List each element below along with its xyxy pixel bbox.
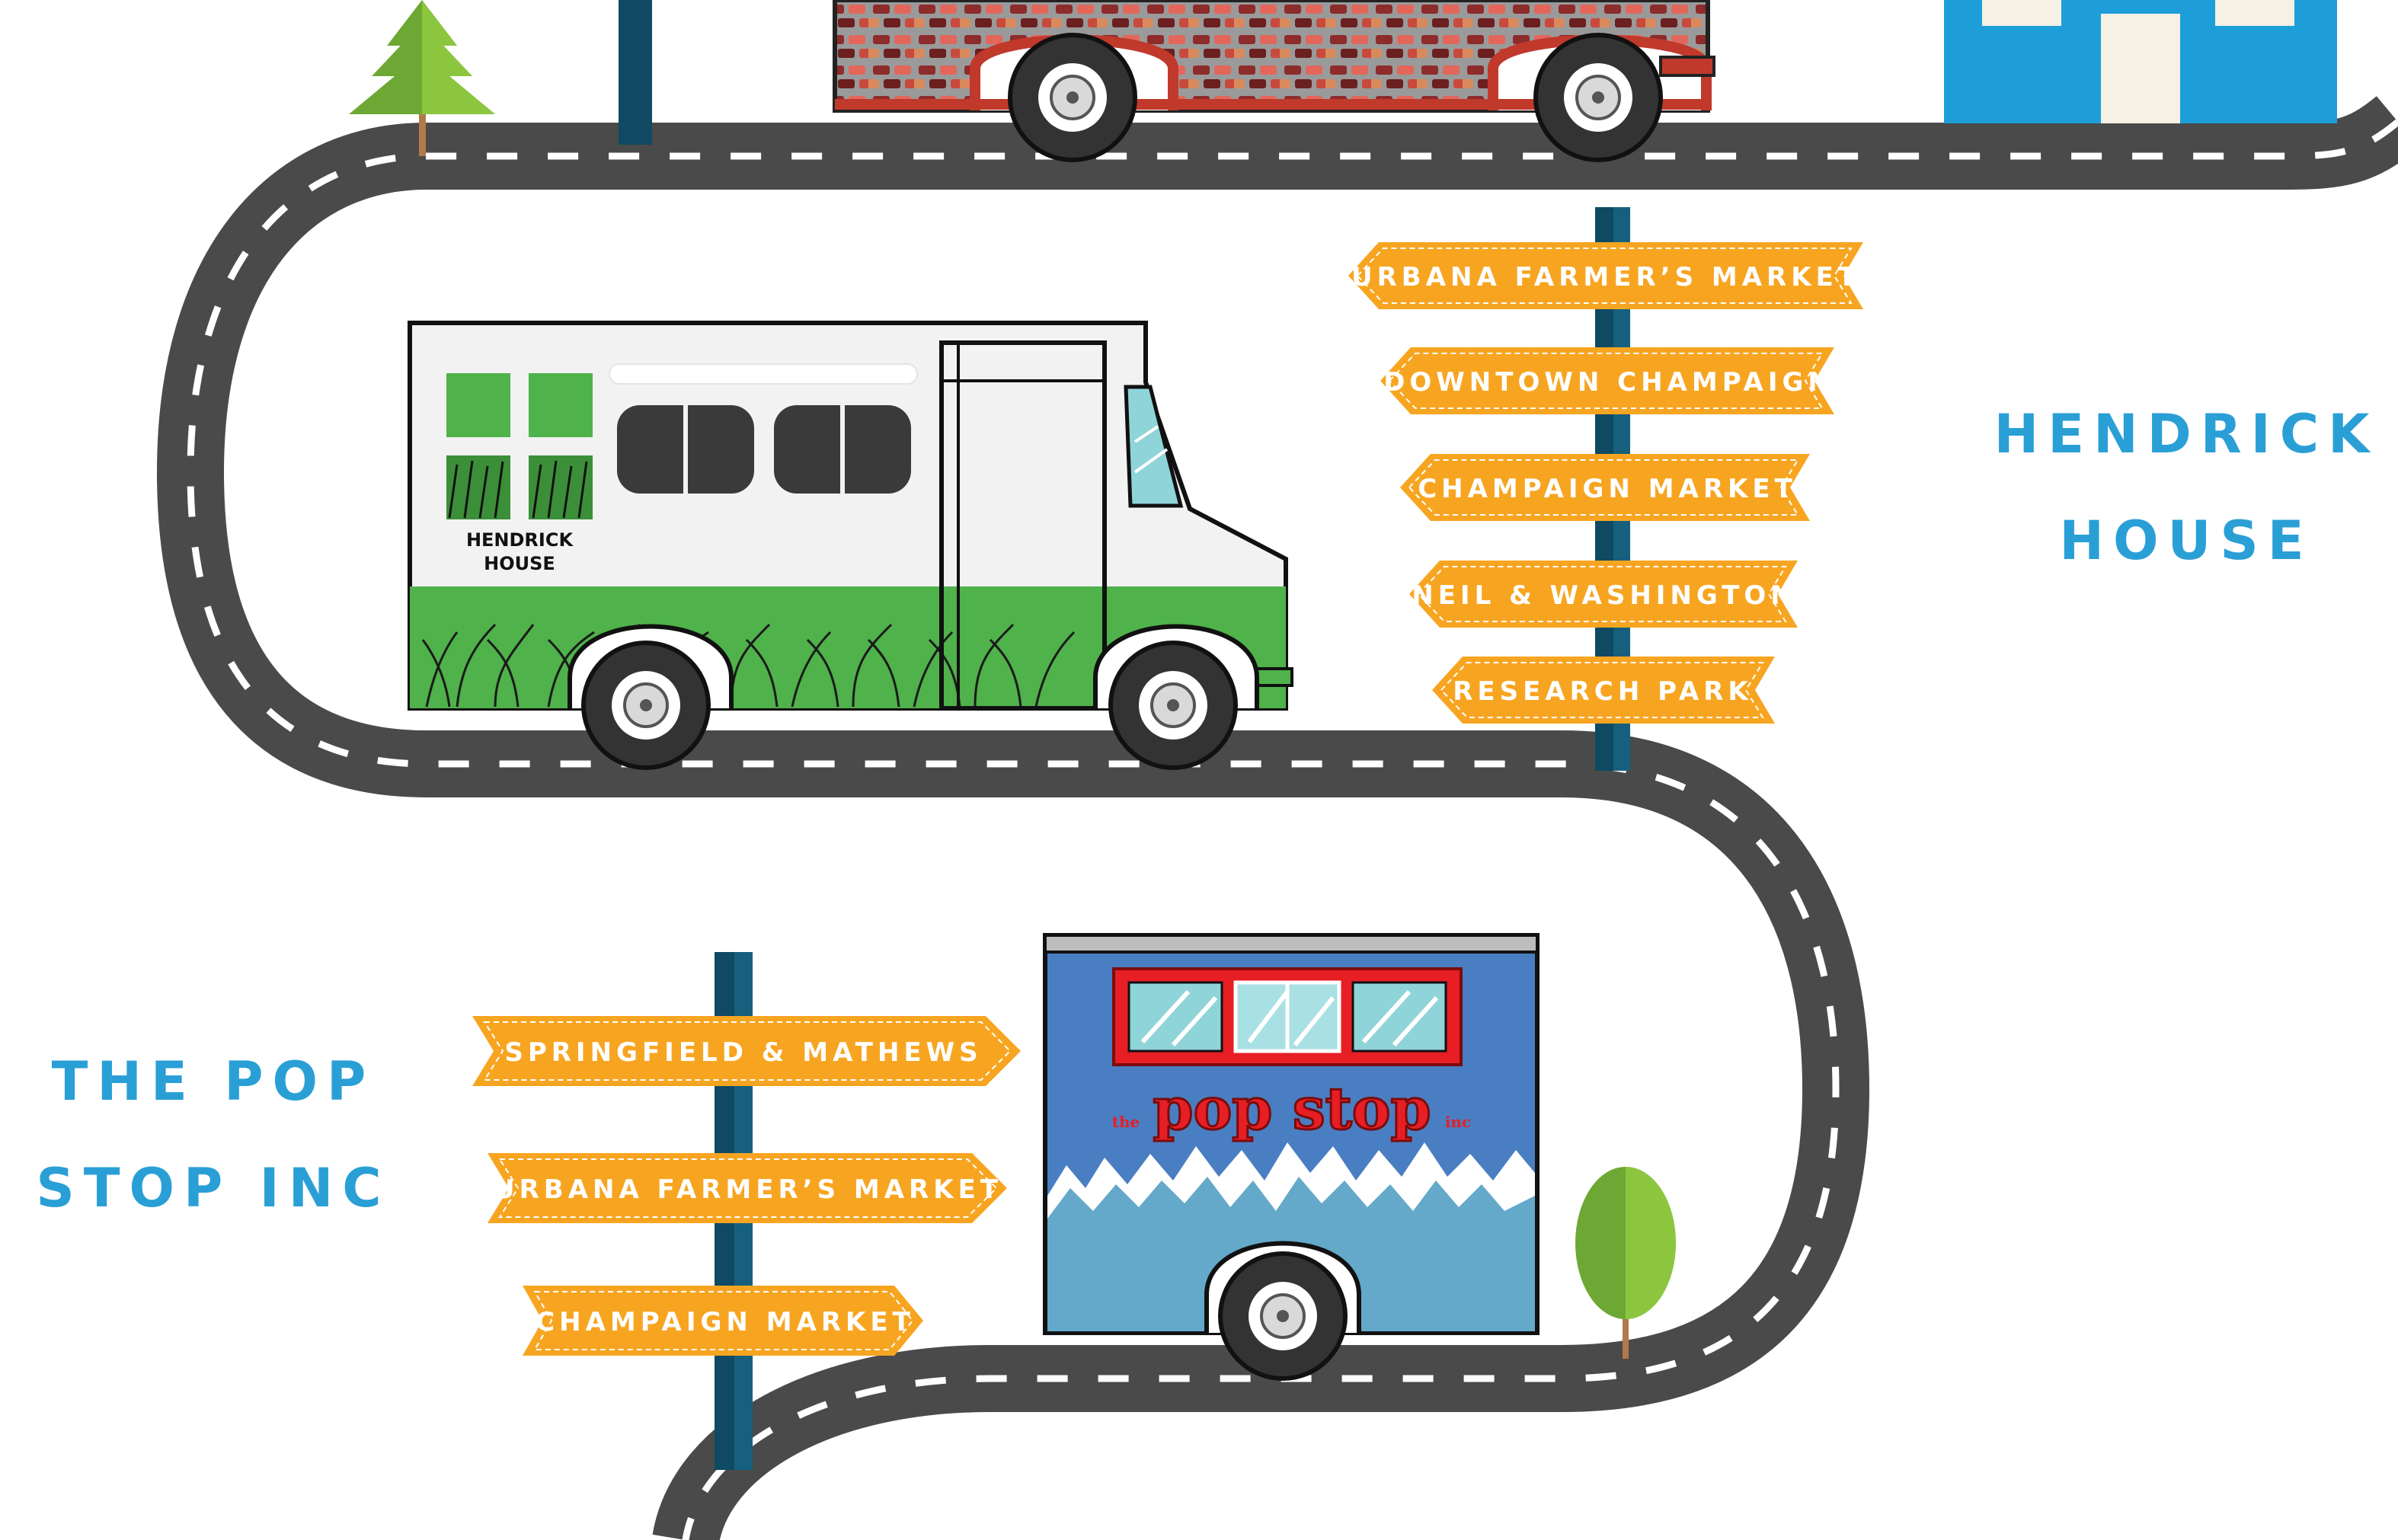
building-icon (1944, 0, 2337, 123)
pine-tree-icon (349, 0, 495, 156)
hendrick-sign-4: NEIL & WASHINGTON (1409, 561, 1798, 628)
popstop-logo-inc: inc (1445, 1113, 1471, 1131)
wheel-icon (581, 641, 711, 770)
popstop-logo-the: the (1112, 1113, 1140, 1131)
hendrick-truck-label-line2: HOUSE (484, 553, 555, 574)
popstop-sign-1: SPRINGFIELD & MATHEWS (472, 1016, 1021, 1086)
pop-stop-truck: the pop stop inc (1043, 933, 1540, 1381)
hendrick-sign-label: RESEARCH PARK (1453, 676, 1753, 707)
hendrick-sign-5: RESEARCH PARK (1432, 657, 1775, 724)
wheel-icon (1218, 1251, 1348, 1381)
popstop-sign-2: URBANA FARMER’S MARKET (488, 1153, 1007, 1223)
wheel-icon (1108, 641, 1238, 770)
brick-food-truck (833, 0, 1715, 162)
wheel-icon (1008, 33, 1137, 162)
round-tree-icon (1575, 1167, 1676, 1359)
popstop-sign-label: CHAMPAIGN MARKET (536, 1307, 915, 1337)
popstop-signpost: SPRINGFIELD & MATHEWS URBANA FARMER’S MA… (472, 952, 1021, 1470)
hendrick-sign-label: DOWNTOWN CHAMPAIGN (1383, 367, 1834, 398)
popstop-sign-label: URBANA FARMER’S MARKET (494, 1174, 1002, 1205)
hendrick-signpost: URBANA FARMER’S MARKET DOWNTOWN CHAMPAIG… (1348, 207, 1863, 771)
hendrick-sign-3: CHAMPAIGN MARKET (1400, 454, 1810, 521)
pop-stop-title: THE POP STOP INC (0, 1028, 427, 1241)
hendrick-sign-label: NEIL & WASHINGTON (1412, 580, 1797, 611)
signpost-top-pole (619, 0, 652, 145)
popstop-sign-label: SPRINGFIELD & MATHEWS (504, 1037, 982, 1068)
popstop-title-line1: THE POP (51, 1050, 376, 1113)
hendrick-title-line1: HENDRICK (1994, 403, 2379, 465)
popstop-title-line2: STOP INC (36, 1157, 391, 1219)
hendrick-house-truck: HENDRICK HOUSE (408, 321, 1293, 770)
truck-door (939, 340, 1107, 711)
hendrick-house-title: HENDRICK HOUSE (1981, 381, 2392, 594)
hendrick-title-line2: HOUSE (2059, 510, 2313, 572)
popstop-sign-3: CHAMPAIGN MARKET (523, 1286, 923, 1356)
hendrick-truck-label-line1: HENDRICK (466, 529, 574, 551)
road (157, 95, 2398, 1540)
hendrick-sign-1: URBANA FARMER’S MARKET (1348, 242, 1863, 309)
hendrick-sign-label: CHAMPAIGN MARKET (1418, 474, 1797, 504)
hendrick-sign-2: DOWNTOWN CHAMPAIGN (1380, 347, 1834, 414)
hendrick-sign-label: URBANA FARMER’S MARKET (1351, 262, 1860, 292)
cab-window (1124, 385, 1184, 508)
wheel-icon (1533, 33, 1663, 162)
hendrick-logo: HENDRICK HOUSE (446, 373, 593, 574)
popstop-logo-main: pop stop (1153, 1075, 1431, 1142)
